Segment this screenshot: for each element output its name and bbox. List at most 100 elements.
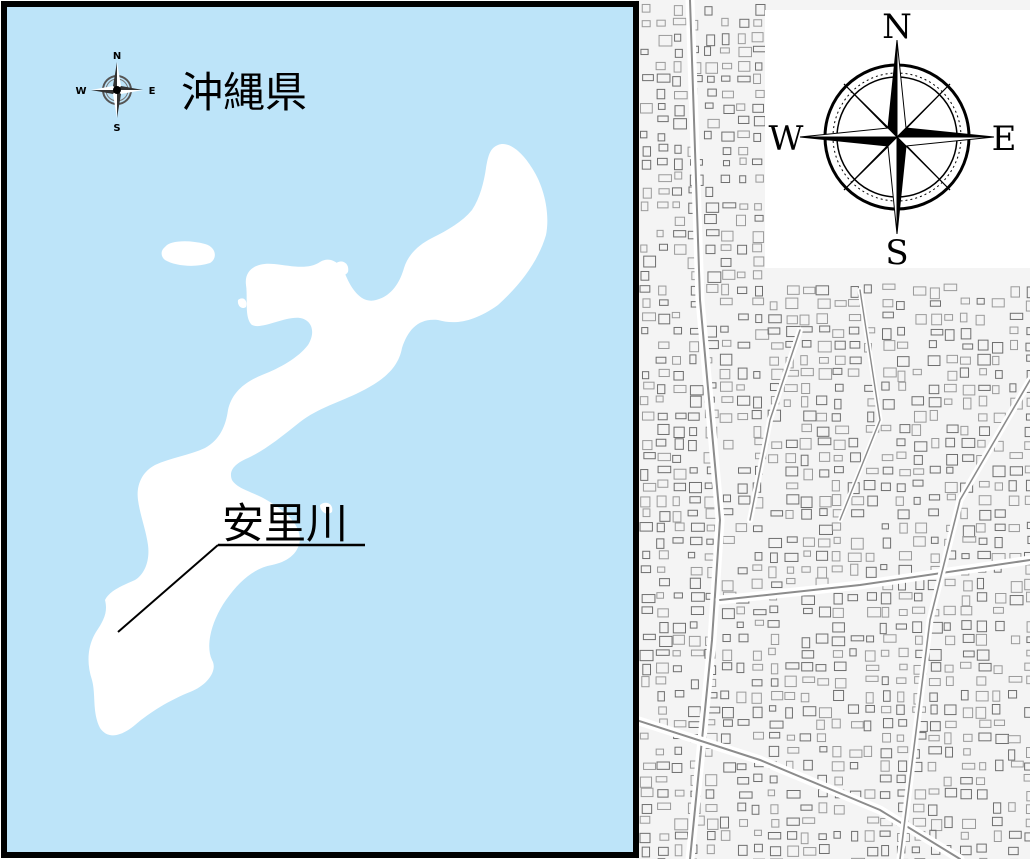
building-block (831, 551, 841, 562)
building-block (751, 679, 763, 687)
building-block (786, 285, 800, 295)
building-block (928, 734, 940, 742)
building-block (945, 720, 957, 729)
building-block (803, 759, 813, 771)
building-block (993, 719, 1006, 726)
building-block (787, 831, 798, 840)
building-block (882, 718, 894, 729)
building-block (673, 720, 687, 728)
building-block (978, 480, 990, 488)
building-block (801, 508, 812, 520)
building-block (752, 663, 764, 671)
building-block (639, 732, 649, 740)
building-block (831, 636, 846, 647)
building-block (867, 846, 879, 857)
building-block (961, 595, 971, 607)
building-block (674, 831, 689, 840)
building-block (751, 32, 764, 43)
building-block (832, 622, 845, 633)
building-block (899, 469, 911, 477)
building-block (673, 482, 687, 492)
building-block (656, 592, 665, 599)
building-block (961, 553, 970, 560)
building-block (801, 340, 812, 348)
building-block (850, 563, 859, 576)
building-block (960, 831, 969, 840)
building-block (800, 692, 810, 703)
building-block (927, 804, 938, 816)
building-block (768, 705, 777, 712)
building-block (674, 33, 682, 42)
building-block (899, 663, 908, 671)
building-block (735, 214, 746, 227)
building-block (737, 777, 750, 785)
building-block (785, 439, 798, 449)
building-block (835, 425, 850, 435)
building-block (674, 91, 688, 100)
building-block (895, 623, 907, 630)
building-block (641, 606, 654, 614)
building-block (831, 522, 842, 531)
building-block (849, 356, 862, 365)
building-block (672, 201, 680, 209)
building-block (721, 396, 734, 403)
building-block (930, 328, 944, 336)
building-block (770, 678, 779, 687)
building-block (753, 396, 762, 409)
building-block (995, 759, 1004, 772)
building-block (1024, 426, 1030, 438)
building-block (883, 690, 891, 702)
building-block (931, 438, 940, 449)
building-block (720, 244, 732, 251)
building-block (657, 608, 669, 618)
building-block (849, 340, 861, 349)
building-block (819, 495, 832, 508)
building-block (767, 620, 780, 628)
building-block (752, 297, 765, 306)
building-block (786, 536, 798, 543)
building-block (786, 817, 800, 826)
building-block (978, 732, 992, 742)
building-block (707, 831, 716, 841)
building-block (739, 175, 747, 184)
building-block (943, 383, 957, 393)
building-block (1026, 636, 1030, 644)
building-block (752, 706, 763, 719)
building-block (752, 243, 763, 253)
building-block (704, 102, 714, 109)
building-block (927, 761, 937, 772)
building-block (801, 423, 812, 433)
building-block (848, 314, 862, 322)
building-block (976, 620, 988, 633)
building-block (912, 621, 923, 633)
building-block (703, 130, 712, 140)
building-block (754, 214, 764, 222)
building-block (977, 339, 989, 351)
building-block (995, 592, 1007, 604)
building-block (719, 368, 731, 380)
building-block (850, 452, 861, 463)
building-block (864, 650, 876, 662)
building-block (896, 301, 905, 310)
building-block (831, 413, 841, 422)
building-block (946, 424, 959, 434)
building-block (879, 830, 891, 837)
building-block (817, 437, 832, 446)
building-block (753, 19, 763, 27)
building-block (992, 802, 1002, 814)
building-block (640, 565, 652, 574)
building-block (975, 633, 988, 646)
building-block (736, 384, 745, 391)
building-block (1008, 749, 1016, 761)
building-block (739, 157, 747, 165)
building-block (851, 857, 866, 859)
building-block (768, 745, 780, 757)
building-block (657, 115, 669, 123)
building-block (721, 90, 734, 99)
building-block (721, 580, 734, 592)
building-block (818, 368, 833, 380)
building-block (754, 552, 763, 561)
building-block (737, 802, 747, 812)
building-block (803, 468, 813, 481)
building-block (912, 479, 924, 487)
